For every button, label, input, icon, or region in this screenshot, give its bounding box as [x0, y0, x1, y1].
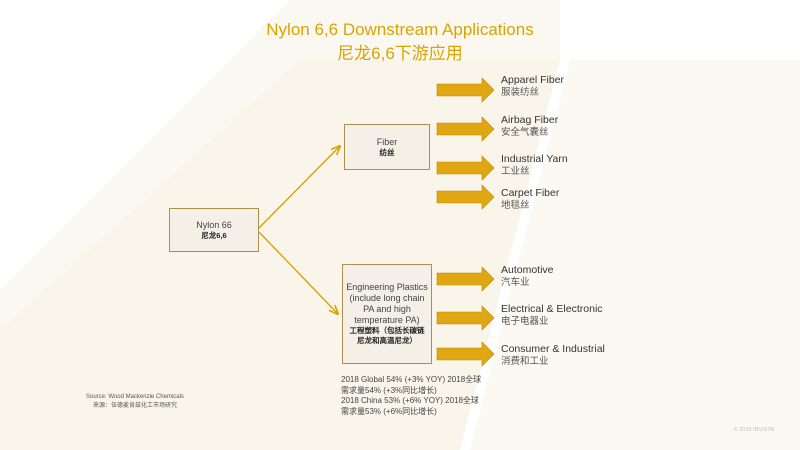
app-label-zh: 地毯丝: [501, 200, 530, 211]
arrow-industrial-yarn: [436, 155, 495, 181]
page-title-zh: 尼龙6,6下游应用: [337, 44, 463, 63]
source-note: Source: Wood Mackenzie Chemicals 来源：伍德麦肯…: [86, 393, 184, 411]
connector-to-fiber: [258, 146, 340, 229]
arrow-electrical: [436, 305, 495, 331]
stats-line: 需求量53% (+6%同比增长): [341, 406, 437, 416]
app-label-zh: 服装纺丝: [501, 87, 540, 98]
stats-line: 2018 Global 54% (+3% YOY) 2018全球: [341, 375, 482, 384]
application-airbag-fiber: Airbag Fiber 安全气囊丝: [501, 114, 558, 139]
fiber-label: Fiber: [376, 136, 398, 147]
application-electrical-electronic: Electrical & Electronic 电子电器业: [501, 303, 603, 328]
fiber-label-zh: 纺丝: [379, 147, 395, 157]
app-label-zh: 工业丝: [501, 166, 530, 177]
engineering-plastics-node: Engineering Plastics (include long chain…: [342, 264, 432, 364]
app-label: Electrical & Electronic: [501, 303, 603, 315]
nylon66-label: Nylon 66: [196, 219, 232, 230]
app-label: Consumer & Industrial: [501, 343, 605, 355]
application-automotive: Automotive 汽车业: [501, 264, 554, 289]
arrow-consumer: [436, 341, 495, 367]
block-arrows: [436, 77, 495, 367]
app-label-zh: 汽车业: [501, 277, 530, 288]
demand-stats: 2018 Global 54% (+3% YOY) 2018全球 需求量54% …: [341, 375, 481, 417]
app-label: Airbag Fiber: [501, 114, 559, 126]
application-carpet-fiber: Carpet Fiber 地毯丝: [501, 187, 559, 212]
connector-to-engineering: [258, 231, 338, 314]
application-industrial-yarn: Industrial Yarn 工业丝: [501, 153, 568, 178]
stats-line: 需求量54% (+3%同比增长): [341, 385, 437, 395]
copyright: © 2019 INVISTA: [733, 427, 774, 433]
fiber-node: Fiber 纺丝: [344, 124, 430, 170]
engineering-plastics-label: Engineering Plastics (include long chain…: [346, 281, 428, 326]
app-label: Carpet Fiber: [501, 187, 560, 199]
nylon66-node: Nylon 66 尼龙6,6: [169, 208, 259, 252]
application-apparel-fiber: Apparel Fiber 服装纺丝: [501, 74, 564, 99]
app-label-zh: 安全气囊丝: [501, 127, 549, 138]
nylon66-label-zh: 尼龙6,6: [201, 230, 227, 240]
arrow-airbag: [436, 116, 495, 142]
arrow-automotive: [436, 266, 495, 292]
page-title: Nylon 6,6 Downstream Applications: [266, 20, 534, 39]
app-label: Automotive: [501, 264, 554, 276]
app-label: Industrial Yarn: [501, 153, 568, 165]
app-label-zh: 电子电器业: [501, 316, 549, 327]
stats-line: 2018 China 53% (+6% YOY) 2018全球: [341, 396, 479, 405]
app-label: Apparel Fiber: [501, 74, 565, 86]
arrow-apparel: [436, 77, 495, 103]
source-en: Source: Wood Mackenzie Chemicals: [86, 394, 184, 400]
app-label-zh: 消费和工业: [501, 356, 549, 367]
source-zh: 来源：伍德麦肯兹化工市场研究: [92, 403, 177, 409]
engineering-plastics-label-zh: 工程塑料（包括长碳链尼龙和高温尼龙）: [349, 326, 425, 346]
arrow-carpet: [436, 184, 495, 210]
application-consumer-industrial: Consumer & Industrial 消费和工业: [501, 343, 605, 368]
